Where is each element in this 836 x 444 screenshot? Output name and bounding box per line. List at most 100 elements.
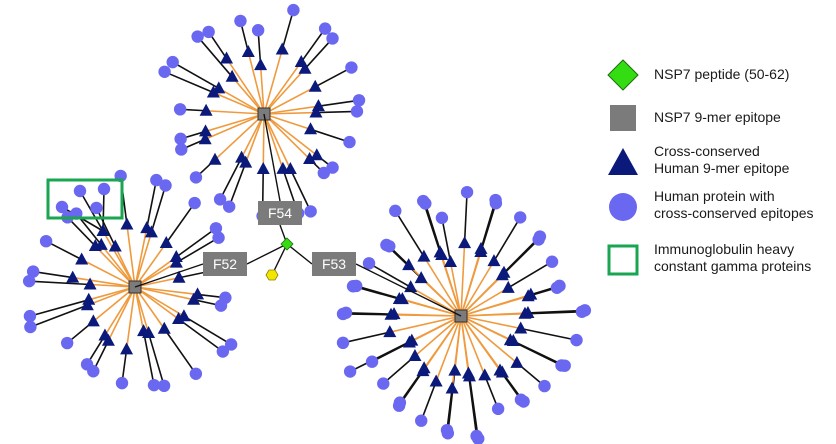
conserved-edge: [262, 113, 265, 170]
protein-edge: [394, 210, 425, 258]
protein-edge: [178, 318, 224, 353]
conserved-edge: [88, 286, 136, 301]
human-epitope-node: [387, 307, 401, 320]
human-protein-node: [317, 166, 331, 180]
conserved-edge: [218, 87, 265, 115]
human-epitope-node: [120, 342, 134, 355]
protein-edge: [310, 128, 350, 143]
human-epitope-node: [137, 324, 151, 337]
human-epitope-node: [96, 224, 110, 236]
conserved-edge: [460, 312, 525, 317]
human-epitope-node: [510, 355, 524, 368]
human-protein-node: [189, 171, 203, 184]
conserved-edge: [263, 105, 319, 115]
human-protein-node: [73, 184, 87, 198]
human-protein-node: [435, 211, 449, 225]
human-epitope-node: [86, 314, 100, 327]
legend-item-human-epitope: Cross-conserved Human 9-mer epitope: [600, 143, 832, 187]
human-epitope-node: [304, 122, 318, 135]
human-protein-node: [393, 396, 407, 409]
protein-edge: [342, 331, 390, 344]
human-epitope-node: [303, 151, 317, 164]
epitope-label-box: [203, 252, 247, 276]
human-epitope-node: [408, 349, 422, 362]
human-epitope-node: [199, 124, 213, 137]
human-epitope-node: [417, 249, 431, 262]
human-epitope-node: [521, 289, 535, 302]
human-protein-node: [287, 3, 300, 17]
human-protein-node: [491, 402, 505, 416]
conserved-edge: [460, 260, 495, 317]
conserved-edge: [460, 315, 501, 371]
navy-triangle-icon: [608, 148, 638, 175]
human-epitope-node: [495, 268, 509, 281]
epitope-edge: [355, 263, 462, 317]
human-protein-node: [191, 30, 204, 43]
conserved-edge: [435, 315, 462, 382]
human-protein-node: [23, 309, 37, 323]
conserved-edge: [263, 113, 311, 131]
protein-edge: [150, 185, 167, 233]
human-protein-node: [97, 182, 111, 196]
legend-item-immunoglobulin: Immunoglobulin heavy constant gamma prot…: [600, 241, 832, 285]
human-epitope-node: [308, 79, 322, 92]
human-epitope-node: [309, 105, 323, 118]
peptide-edge: [286, 243, 313, 265]
human-protein-node: [389, 204, 402, 218]
human-epitope-node: [275, 42, 289, 55]
human-protein-node: [24, 320, 37, 334]
conserved-edge: [263, 49, 284, 115]
conserved-edge: [225, 58, 265, 115]
human-epitope-node: [478, 368, 492, 381]
human-protein-node: [209, 222, 223, 235]
human-protein-node: [575, 305, 589, 318]
conserved-edge: [214, 113, 265, 161]
human-protein-node: [514, 211, 527, 224]
human-protein-node: [188, 196, 201, 210]
human-epitope-node: [83, 277, 97, 290]
peptide-hub: [134, 113, 462, 317]
protein-edge: [45, 240, 83, 261]
human-protein-node: [174, 132, 187, 146]
conserved-edge: [460, 287, 509, 317]
conserved-edge: [460, 295, 529, 317]
protein-edge: [147, 332, 165, 387]
conserved-edge: [263, 113, 318, 156]
conserved-edge: [263, 68, 306, 115]
human-epitope-node: [172, 311, 186, 324]
human-protein-node: [489, 197, 503, 210]
green-diamond-icon: [607, 59, 639, 91]
epitope-label-box: [258, 201, 302, 225]
immunoglobulin-highlight-box: [46, 178, 124, 220]
conserved-edge: [460, 315, 518, 364]
conserved-edge: [259, 65, 265, 115]
protein-edge: [424, 203, 443, 256]
conserved-edge: [263, 61, 302, 115]
human-protein-node: [189, 367, 203, 380]
conserved-edge: [100, 244, 136, 288]
human-protein-node: [362, 257, 376, 270]
green-square-outline-icon: [607, 244, 639, 276]
gray-square-icon: [610, 105, 636, 131]
human-epitope-node: [405, 333, 419, 346]
protein-edge: [164, 71, 214, 94]
human-protein-node: [352, 94, 366, 107]
human-protein-node: [343, 365, 357, 378]
human-epitope-node: [159, 235, 173, 248]
human-epitope-node: [503, 333, 517, 346]
conserved-edge: [460, 315, 511, 342]
protein-edge: [507, 261, 553, 289]
yellow-hexagon-node: [265, 269, 279, 281]
human-protein-node: [175, 143, 188, 156]
epitope-label: F54: [268, 205, 292, 221]
conserved-edge: [206, 109, 265, 115]
human-epitope-node: [225, 69, 239, 82]
human-protein-node: [55, 200, 69, 214]
human-protein-node: [377, 377, 390, 390]
protein-edge: [175, 227, 217, 258]
protein-edge: [172, 61, 220, 90]
human-protein-node: [214, 299, 228, 312]
blue-circle-icon: [609, 193, 637, 221]
protein-edge: [368, 262, 412, 288]
protein-edge: [527, 309, 585, 314]
